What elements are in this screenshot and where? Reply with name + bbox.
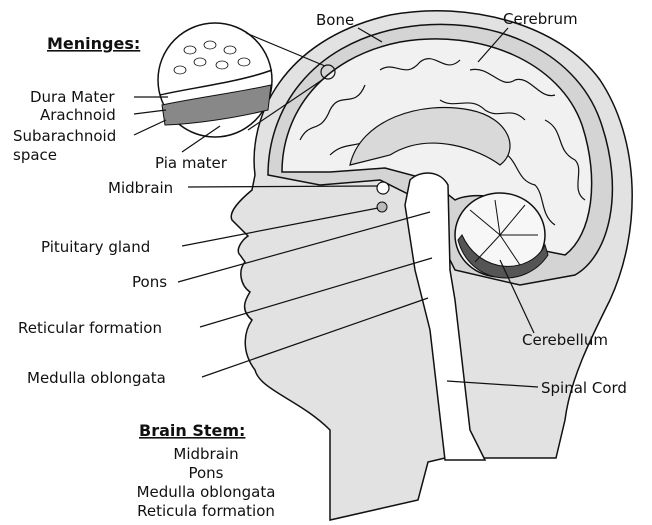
label-cerebrum: Cerebrum [503,10,578,28]
label-midbrain: Midbrain [108,179,173,197]
label-cerebellum: Cerebellum [522,331,608,349]
brain-stem-item: Pons [188,464,223,482]
meninges-heading: Meninges: [47,34,140,53]
brain-stem-item: Reticula formation [137,502,275,520]
label-pituitary-gland: Pituitary gland [41,238,150,256]
pituitary-body [377,202,387,212]
label-dura-mater: Dura Mater [30,88,115,106]
label-pia-mater: Pia mater [155,154,228,172]
label-reticular-formation: Reticular formation [18,319,162,337]
label-bone: Bone [316,11,354,29]
label-pons: Pons [132,273,167,291]
label-subarachnoid-1: Subarachnoid [13,127,116,145]
label-subarachnoid-2: space [13,146,57,164]
brain-stem-heading: Brain Stem: [139,421,245,440]
label-spinal-cord: Spinal Cord [541,379,627,397]
brain-stem-item: Medulla oblongata [137,483,276,501]
label-arachnoid: Arachnoid [40,106,116,124]
brain-stem-item: Midbrain [173,445,238,463]
midbrain-body [377,182,389,194]
label-medulla-oblongata: Medulla oblongata [27,369,166,387]
